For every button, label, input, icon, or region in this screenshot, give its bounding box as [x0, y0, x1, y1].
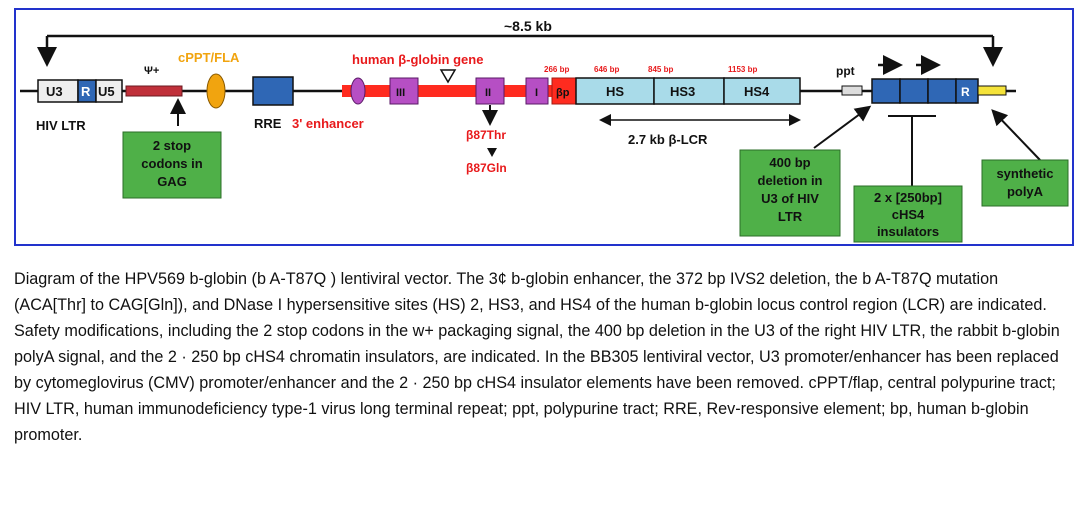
exon-3-box: [389, 77, 419, 105]
hs4-label: HS4: [744, 84, 770, 99]
exon-2-label: II: [485, 87, 491, 99]
insulators-line-2: cHS4: [892, 207, 925, 222]
mutation-down-triangle: [487, 148, 497, 157]
b87gln-label: β87Gln: [466, 161, 507, 175]
b87thr-label: β87Thr: [466, 128, 506, 142]
polya-line-2: polyA: [1007, 184, 1044, 199]
deletion-pointer-arrow: [813, 105, 872, 149]
r-left-label: R: [81, 84, 91, 99]
psi-signal-bar: [125, 85, 183, 97]
hs3-label: HS3: [670, 84, 695, 99]
hiv-ltr-label: HIV LTR: [36, 118, 86, 133]
size-label: ~8.5 kb: [504, 18, 552, 34]
bp845-label: 845 bp: [648, 65, 673, 74]
chs4-insulator-box-1: [871, 78, 901, 104]
exon-2-box: [475, 77, 505, 105]
insulators-line-3: insulators: [877, 224, 939, 239]
insulators-box: 2 x [250bp] cHS4 insulators: [853, 185, 963, 243]
promoter-box: [551, 77, 577, 105]
polya-box: [977, 85, 1007, 96]
deletion-line-4: LTR: [778, 209, 803, 224]
cppt-label: cPPT/FLA: [178, 50, 240, 65]
beta-lcr: 266 bp 646 bp 845 bp 1153 bp HS HS3 HS4 …: [544, 65, 801, 147]
exon-3-label: III: [396, 87, 405, 99]
enhancer-label: 3' enhancer: [292, 116, 364, 131]
stop-codons-line-1: 2 stop: [153, 138, 191, 153]
vector-map-svg: ~8.5 kb U3 R U5 HIV LTR Ψ+ cPPT/FLA RRE …: [20, 18, 1069, 243]
u3-deleted-box: [927, 78, 957, 104]
ppt-box: [841, 85, 863, 96]
deletion-line-1: 400 bp: [769, 155, 810, 170]
exon-1-label: I: [535, 87, 538, 99]
psi-label: Ψ+: [144, 65, 159, 77]
cppt-ellipse: [206, 73, 226, 109]
stop-codons-line-3: GAG: [157, 174, 187, 189]
stop-codons-line-2: codons in: [141, 156, 202, 171]
ivs2-deletion-triangle: [439, 69, 457, 84]
ppt-label: ppt: [836, 64, 855, 78]
bp266-label: 266 bp: [544, 65, 569, 74]
left-ltr: U3 R U5 HIV LTR: [36, 79, 123, 133]
bp1153-label: 1153 bp: [728, 65, 757, 74]
insulators-line-1: 2 x [250bp]: [874, 190, 942, 205]
figure-caption: Diagram of the HPV569 b-globin (b A-T87Q…: [14, 270, 1060, 444]
r-right-label: R: [961, 85, 970, 99]
gene-label: human β-globin gene: [352, 52, 483, 67]
chs4-insulator-box-2: [899, 78, 929, 104]
hs-box: [575, 77, 655, 105]
span-bracket: ~8.5 kb: [37, 18, 1003, 67]
u3-left-label: U3: [46, 84, 63, 99]
hs-label: HS: [606, 84, 624, 99]
rre-label: RRE: [254, 116, 282, 131]
u5-box: [95, 79, 123, 103]
deletion-line-3: U3 of HIV: [761, 191, 819, 206]
vector-diagram-figure: ~8.5 kb U3 R U5 HIV LTR Ψ+ cPPT/FLA RRE …: [14, 8, 1074, 246]
right-ltr: R: [871, 55, 1007, 186]
exon-1-box: [525, 77, 549, 105]
synthetic-polya-box: synthetic polyA: [981, 159, 1069, 207]
promoter-label: βp: [556, 87, 570, 99]
hs4-box: [723, 77, 801, 105]
beta-globin-gene: III II I βp human β-globin gene β87Thr β…: [342, 52, 577, 175]
polya-pointer-arrow: [991, 109, 1041, 161]
bp646-label: 646 bp: [594, 65, 619, 74]
enhancer-ellipse: [350, 77, 366, 105]
deletion-400-box: 400 bp deletion in U3 of HIV LTR: [739, 149, 841, 237]
hs3-box: [653, 77, 725, 105]
gene-bar: [342, 85, 554, 97]
deletion-line-2: deletion in: [758, 173, 823, 188]
u5-label: U5: [98, 84, 115, 99]
lcr-label: 2.7 kb β-LCR: [628, 132, 708, 147]
rre-box: [252, 76, 294, 106]
stop-codons-box: 2 stop codons in GAG: [122, 131, 222, 199]
polya-line-1: synthetic: [996, 166, 1053, 181]
